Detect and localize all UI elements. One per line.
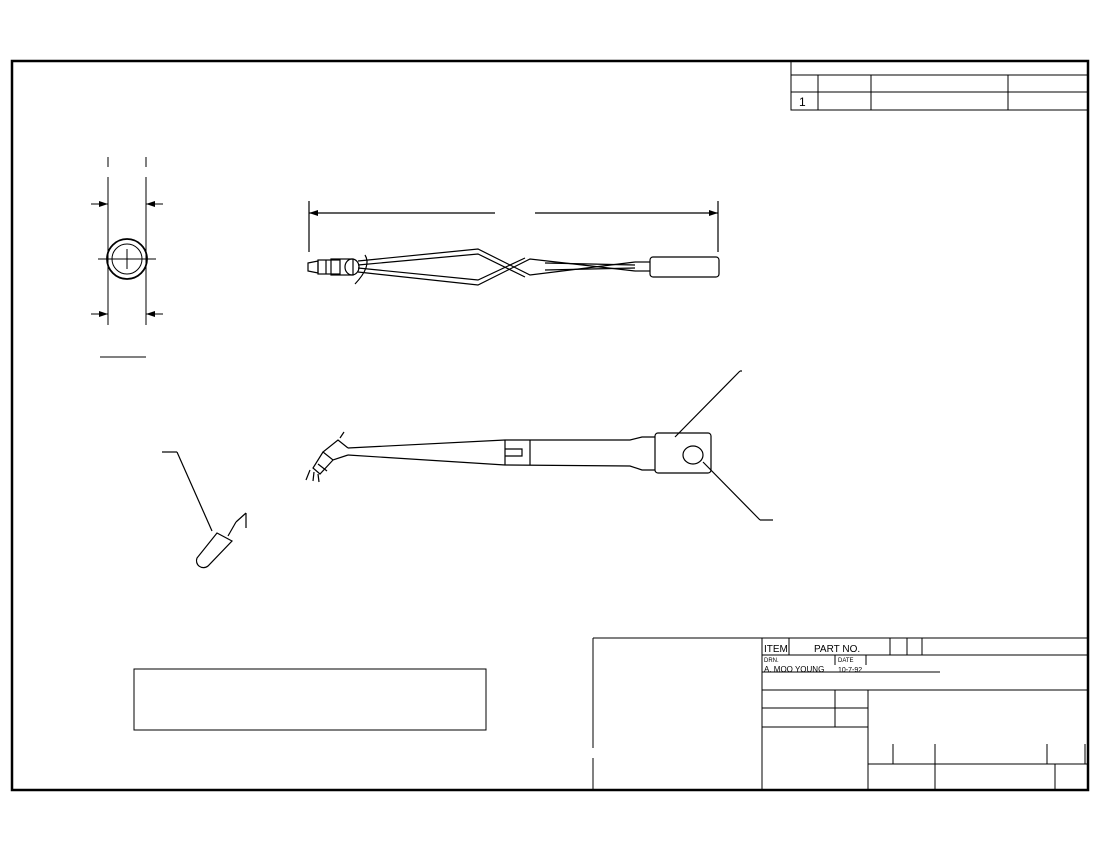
arrowhead [146,201,155,207]
side-view-tweezers [305,370,773,521]
drn-value: A. MOO YOUNG [764,665,824,674]
drn-label: DRN. [764,658,779,664]
end-view [91,157,163,358]
revision-table [790,60,1089,111]
part-no-label: PART NO. [814,644,860,655]
drawing-border [10,59,1090,792]
title-block [592,637,1088,790]
top-view-tweezers [307,201,720,286]
revision-row-number: 1 [799,95,806,109]
arrowhead [99,311,108,317]
item-label: ITEM [764,644,788,655]
date-value: 10-7-92 [838,667,862,674]
arrowhead [146,311,155,317]
note-box [133,668,487,731]
tip-detail [162,451,247,569]
arrowhead [309,210,318,216]
arrowhead [99,201,108,207]
arrowhead [709,210,718,216]
date-label: DATE [838,658,854,664]
